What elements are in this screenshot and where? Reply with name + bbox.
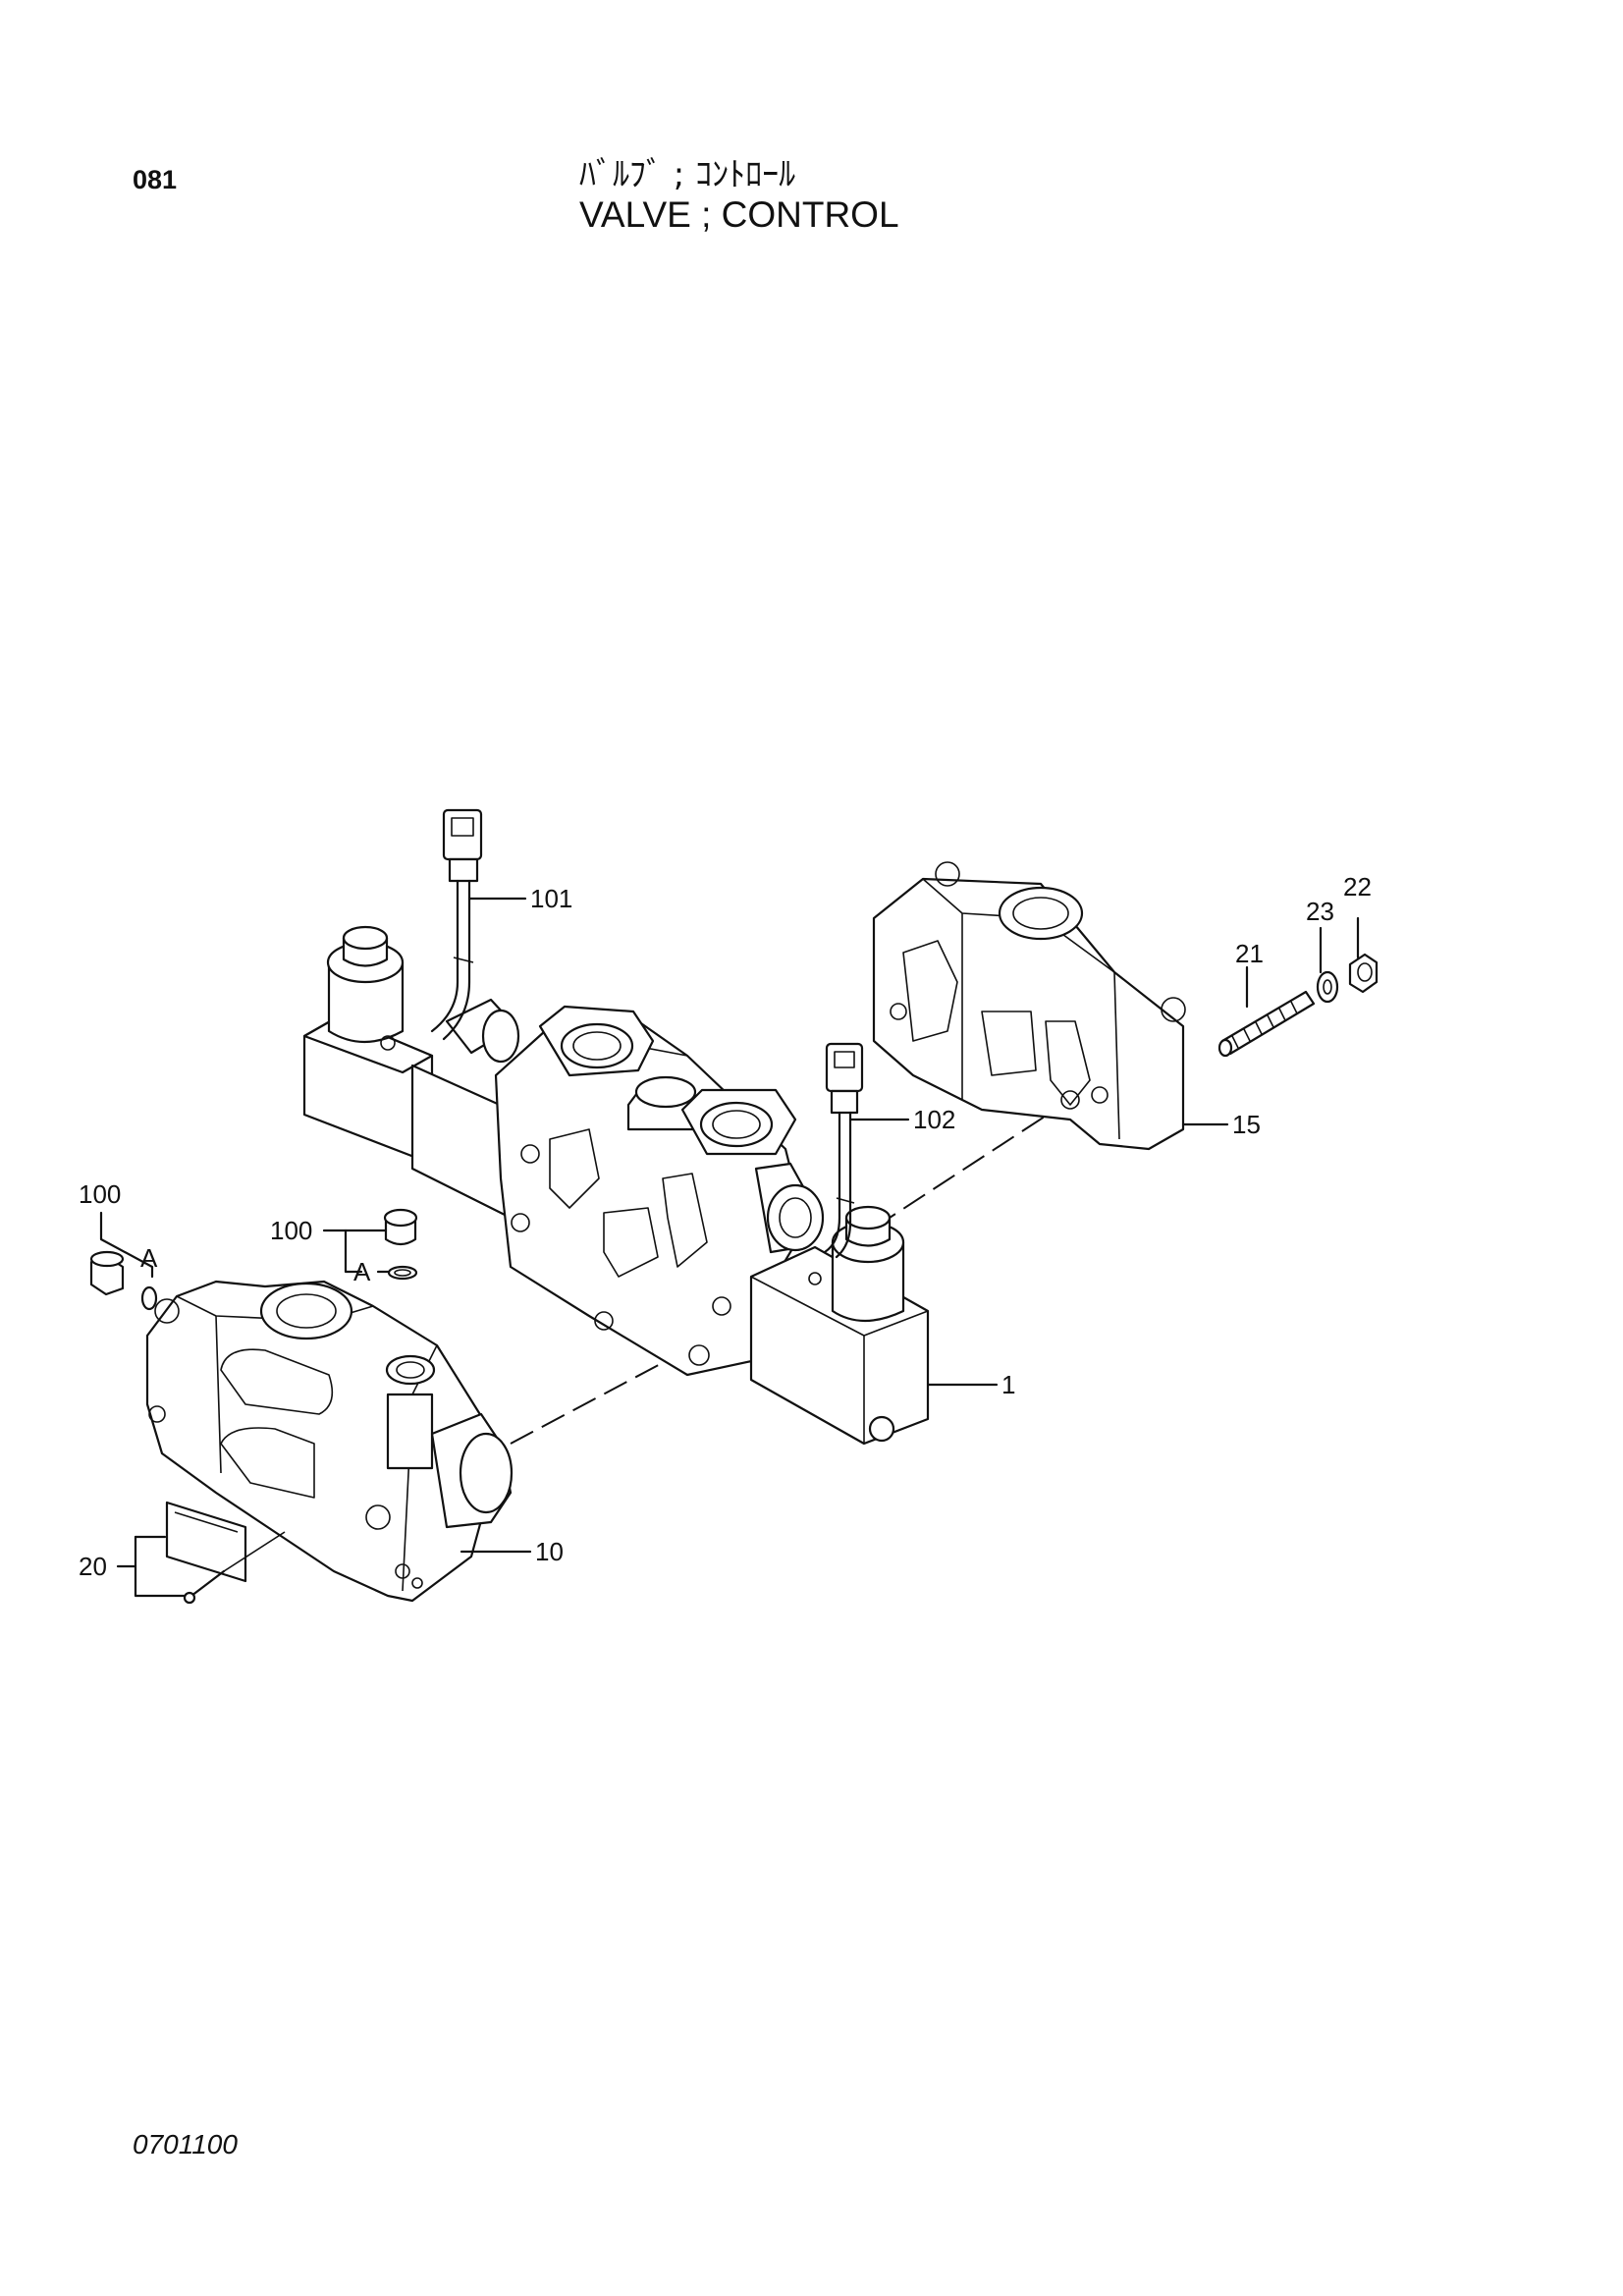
page-number: 081 <box>133 165 178 194</box>
callout-22: 22 <box>1343 872 1372 902</box>
part-22-nut <box>1348 953 1379 994</box>
part-102-connector <box>823 1042 864 1259</box>
part-101-connector <box>430 808 483 1041</box>
title-japanese: ﾊﾞﾙﾌﾞ ; ｺﾝﾄﾛｰﾙ <box>579 155 796 194</box>
part-100-plug-top <box>383 1208 418 1281</box>
part-21-stud <box>1217 990 1316 1058</box>
callout-101: 101 <box>530 884 572 913</box>
callout-20: 20 <box>79 1552 107 1581</box>
document-code: 0701100 <box>133 2129 238 2159</box>
callout-102: 102 <box>913 1105 955 1134</box>
callout-15: 15 <box>1232 1110 1261 1139</box>
part-15-end-cover <box>872 861 1186 1151</box>
mark-a-top: A <box>353 1257 371 1286</box>
callout-21: 21 <box>1235 939 1264 968</box>
callout-1: 1 <box>1001 1370 1015 1399</box>
part-1-valve-body <box>302 925 930 1446</box>
callout-100-left: 100 <box>79 1179 121 1209</box>
title-english: VALVE ; CONTROL <box>579 194 899 235</box>
callout-100-top: 100 <box>270 1216 312 1245</box>
part-10-end-cover <box>145 1280 514 1603</box>
callout-23: 23 <box>1306 897 1334 926</box>
part-23-washer <box>1316 970 1339 1004</box>
mark-a-left: A <box>140 1243 158 1273</box>
part-100-plug-left <box>89 1250 158 1311</box>
callout-10: 10 <box>535 1537 564 1566</box>
leader-lines <box>99 897 1360 1598</box>
part-20-nameplate <box>165 1501 286 1605</box>
